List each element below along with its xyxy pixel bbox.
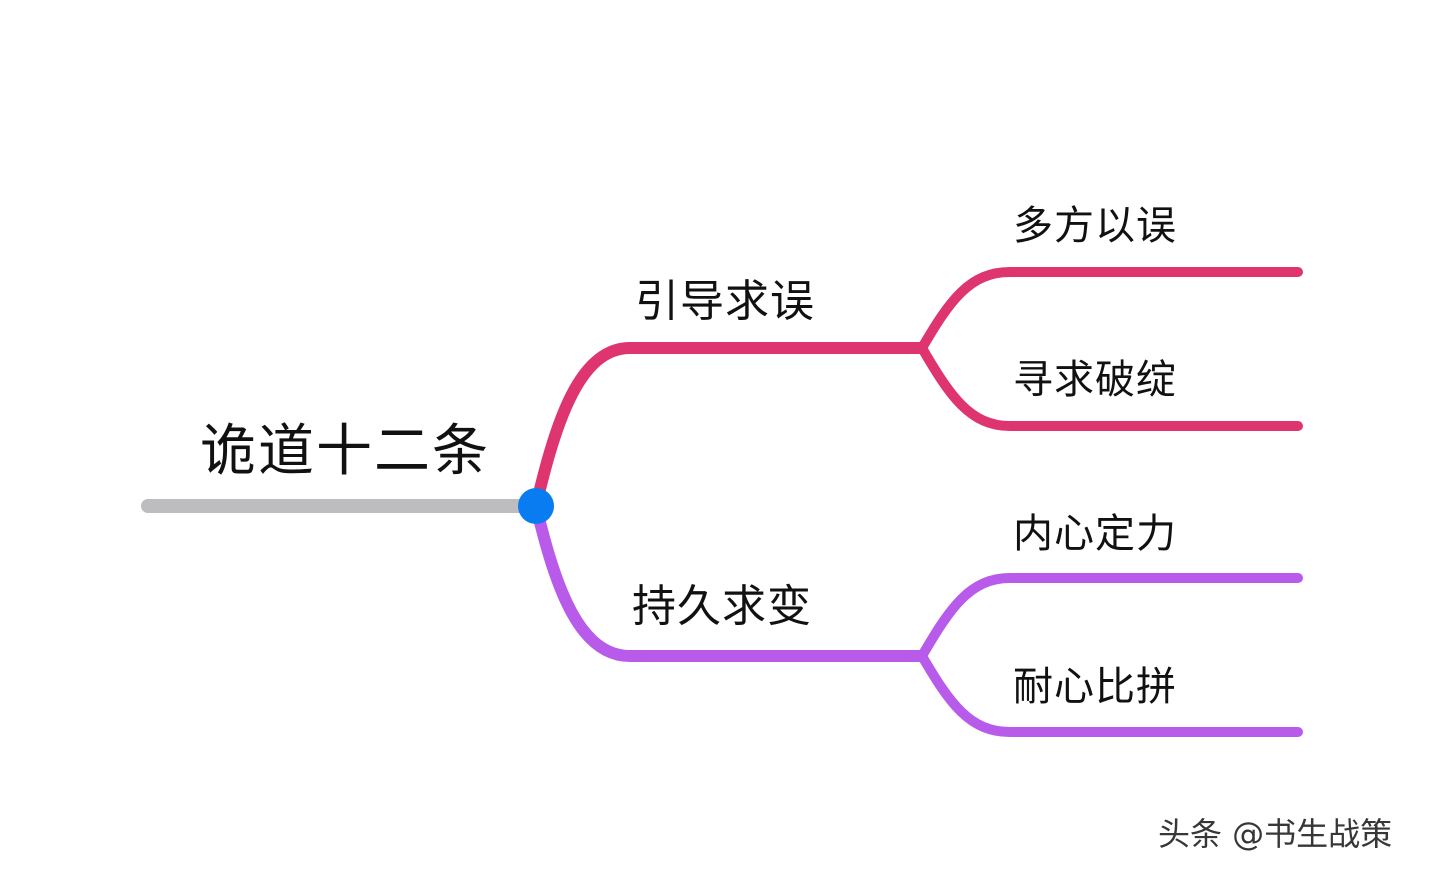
leaf-topic-label-1-1[interactable]: 多方以误 [1013,203,1177,249]
root-junction-node[interactable] [518,488,554,524]
branch-topic-label-2[interactable]: 持久求变 [632,581,812,632]
root-topic-label[interactable]: 诡道十二条 [200,419,490,484]
leaf-connector-耐心比拼 [917,651,1303,737]
branch-topic-label-1[interactable]: 引导求误 [635,276,815,327]
watermark-text: 头条 @书生战策 [1158,815,1393,853]
branch-connector-引导求误 [530,342,928,512]
leaf-topic-label-2-1[interactable]: 内心定力 [1013,511,1177,557]
leaf-topic-label-1-2[interactable]: 寻求破绽 [1013,357,1177,403]
leaf-connector-多方以误 [917,267,1303,353]
branch-connector-持久求变 [530,500,928,662]
leaf-connector-内心定力 [917,573,1303,661]
leaf-connector-寻求破绽 [917,343,1303,431]
leaf-topic-label-2-2[interactable]: 耐心比拼 [1013,664,1177,710]
